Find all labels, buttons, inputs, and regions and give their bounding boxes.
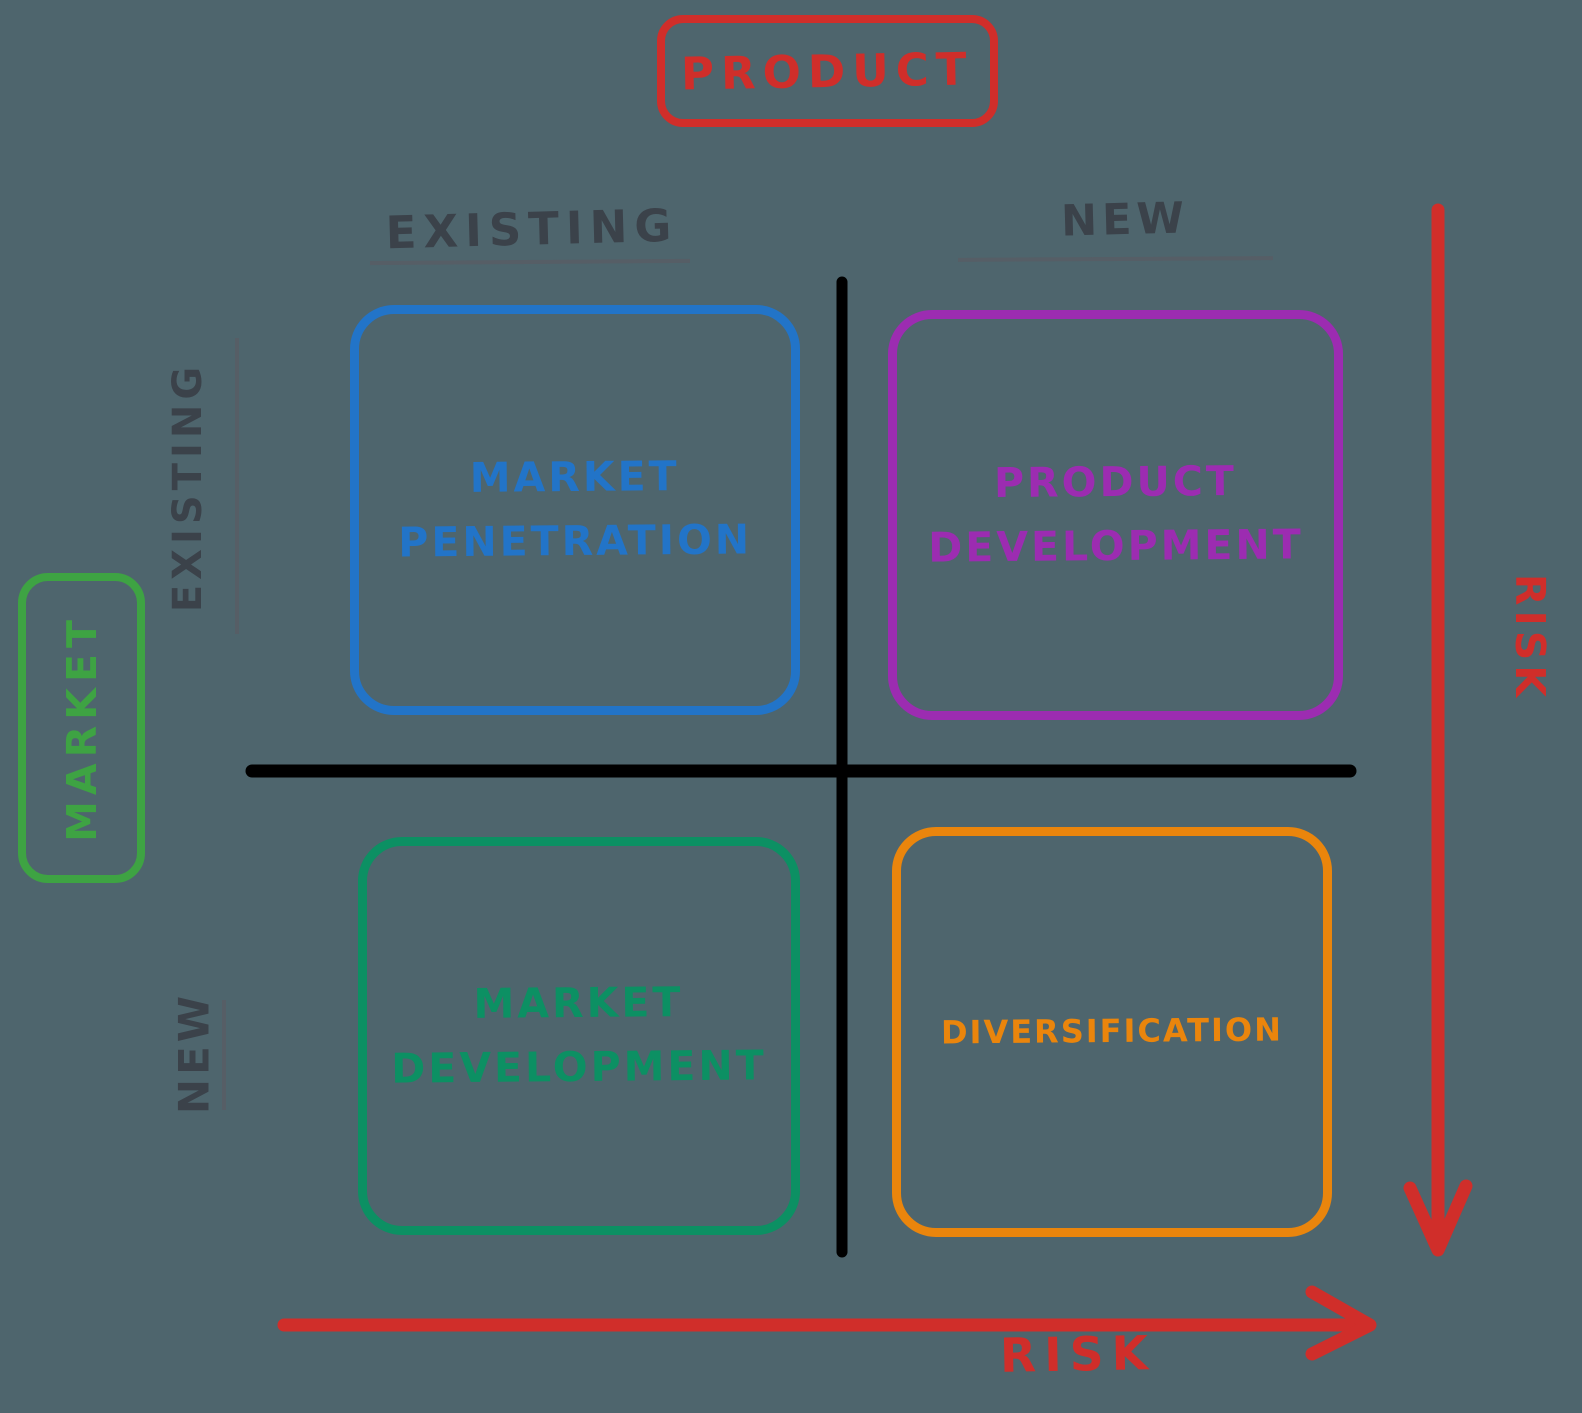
risk-label-horizontal: RISK <box>999 1326 1157 1384</box>
quadrant-market-penetration-label: MARKET PENETRATION <box>398 452 753 567</box>
risk-arrow-horizontal-head-icon <box>1305 1285 1377 1361</box>
quadrant-diversification-label: DIVERSIFICATION <box>940 1010 1284 1052</box>
row-existing-underline <box>235 338 239 634</box>
quadrant-market-development: MARKET DEVELOPMENT <box>358 837 800 1235</box>
risk-label-vertical: RISK <box>1506 573 1554 703</box>
quadrant-product-development-label: PRODUCT DEVELOPMENT <box>927 457 1304 572</box>
product-axis-box: PRODUCT <box>657 15 998 127</box>
row-new-underline <box>222 1000 226 1110</box>
risk-arrow-vertical-head-icon <box>1403 1179 1473 1257</box>
column-existing-label: EXISTING <box>385 198 679 260</box>
product-axis-label: PRODUCT <box>680 41 975 101</box>
quadrant-diversification: DIVERSIFICATION <box>892 827 1332 1237</box>
quadrant-market-development-label: MARKET DEVELOPMENT <box>391 978 768 1093</box>
market-axis-label: MARKET <box>57 614 106 842</box>
quadrant-product-development: PRODUCT DEVELOPMENT <box>888 310 1343 720</box>
column-new-label: NEW <box>1060 193 1190 247</box>
quadrant-market-penetration: MARKET PENETRATION <box>350 305 800 715</box>
row-existing-label: EXISTING <box>165 361 211 613</box>
row-new-label: NEW <box>169 991 219 1115</box>
market-axis-box: MARKET <box>18 573 145 883</box>
